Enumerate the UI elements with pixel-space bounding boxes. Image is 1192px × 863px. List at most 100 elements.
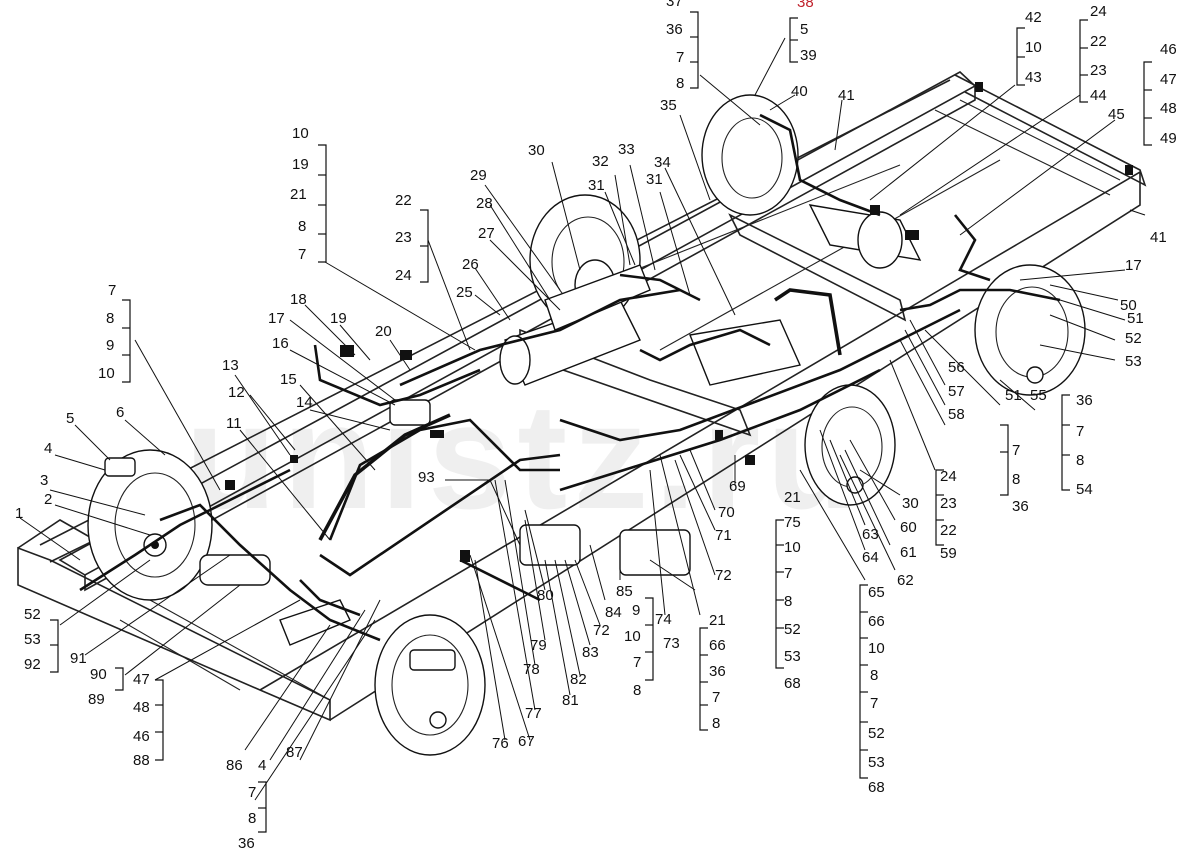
callout-10b: 10 xyxy=(292,125,309,142)
callout-88: 88 xyxy=(133,752,150,769)
callout-25: 25 xyxy=(456,284,473,301)
callout-36d: 36 xyxy=(709,663,726,680)
chassis-frame xyxy=(17,71,1147,722)
callout-8b: 8 xyxy=(298,218,307,235)
callout-76: 76 xyxy=(492,735,509,752)
callout-38: 38 xyxy=(797,0,814,11)
callout-8e: 8 xyxy=(1012,471,1021,488)
callout-91: 91 xyxy=(70,650,87,667)
callout-48: 48 xyxy=(1160,100,1177,117)
callout-7g: 7 xyxy=(870,695,879,712)
callout-40: 40 xyxy=(791,83,808,100)
callout-52: 52 xyxy=(1125,330,1142,347)
callout-23: 23 xyxy=(1090,62,1107,79)
callout-4: 4 xyxy=(44,440,53,457)
callout-51: 51 xyxy=(1127,310,1144,327)
callout-22: 22 xyxy=(1090,33,1107,50)
callout-61: 61 xyxy=(900,544,917,561)
callout-52d: 52 xyxy=(24,606,41,623)
callout-80: 80 xyxy=(537,587,554,604)
callout-82: 82 xyxy=(570,671,587,688)
callout-52c: 52 xyxy=(868,725,885,742)
callout-18: 18 xyxy=(290,291,307,308)
callout-41b: 41 xyxy=(1150,229,1167,246)
callout-41: 41 xyxy=(838,87,855,104)
callout-9b: 9 xyxy=(632,602,641,619)
callout-21b: 21 xyxy=(784,489,801,506)
callout-48b: 48 xyxy=(133,699,150,716)
callout-10f: 10 xyxy=(624,628,641,645)
callout-7c: 7 xyxy=(108,282,117,299)
callout-13: 13 xyxy=(222,357,239,374)
callout-32: 32 xyxy=(592,153,609,170)
callout-52b: 52 xyxy=(784,621,801,638)
callout-9: 9 xyxy=(106,337,115,354)
callout-23c: 23 xyxy=(940,495,957,512)
callout-27: 27 xyxy=(478,225,495,242)
callout-20: 20 xyxy=(375,323,392,340)
callout-7b: 7 xyxy=(298,246,307,263)
callout-44: 44 xyxy=(1090,87,1107,104)
callout-8c: 8 xyxy=(106,310,115,327)
callout-37: 37 xyxy=(666,0,683,10)
callout-63: 63 xyxy=(862,526,879,543)
callout-70: 70 xyxy=(718,504,735,521)
callout-17: 17 xyxy=(268,310,285,327)
callout-66: 66 xyxy=(868,613,885,630)
callout-84: 84 xyxy=(605,604,622,621)
callout-1: 1 xyxy=(15,505,24,522)
callout-31b: 31 xyxy=(646,171,663,188)
callout-29: 29 xyxy=(470,167,487,184)
callout-7i: 7 xyxy=(712,689,721,706)
callout-21c: 21 xyxy=(709,612,726,629)
callout-62: 62 xyxy=(897,572,914,589)
fittings xyxy=(225,82,1133,562)
callout-83: 83 xyxy=(582,644,599,661)
callout-7j: 7 xyxy=(248,784,257,801)
callout-51b: 51 xyxy=(1005,387,1022,404)
callout-89: 89 xyxy=(88,691,105,708)
callout-60: 60 xyxy=(900,519,917,536)
callout-8: 8 xyxy=(676,75,685,92)
callout-19: 19 xyxy=(292,156,309,173)
callout-93: 93 xyxy=(418,469,435,486)
callout-31: 31 xyxy=(588,177,605,194)
callout-73: 73 xyxy=(663,635,680,652)
callout-42: 42 xyxy=(1025,9,1042,26)
callout-59: 59 xyxy=(940,545,957,562)
callout-19b: 19 xyxy=(330,310,347,327)
callout-81: 81 xyxy=(562,692,579,709)
callout-92: 92 xyxy=(24,656,41,673)
callout-23b: 23 xyxy=(395,229,412,246)
callout-4b: 4 xyxy=(258,757,267,774)
callout-46b: 46 xyxy=(133,728,150,745)
callout-15: 15 xyxy=(280,371,297,388)
callout-22b: 22 xyxy=(395,192,412,209)
callout-6: 6 xyxy=(116,404,125,421)
callout-21: 21 xyxy=(290,186,307,203)
callout-67: 67 xyxy=(518,733,535,750)
callout-26: 26 xyxy=(462,256,479,273)
callout-69: 69 xyxy=(729,478,746,495)
callout-7e: 7 xyxy=(1012,442,1021,459)
callout-74: 74 xyxy=(655,611,672,628)
callout-36e: 36 xyxy=(238,835,255,852)
callout-5b: 5 xyxy=(66,410,75,427)
callout-14: 14 xyxy=(296,394,313,411)
callout-53b: 53 xyxy=(784,648,801,665)
callout-17b: 17 xyxy=(1125,257,1142,274)
callout-39: 39 xyxy=(800,47,817,64)
callout-28: 28 xyxy=(476,195,493,212)
callout-7: 7 xyxy=(676,49,685,66)
callout-10e: 10 xyxy=(868,640,885,657)
callout-47b: 47 xyxy=(133,671,150,688)
callout-2: 2 xyxy=(44,491,53,508)
callout-72b: 72 xyxy=(593,622,610,639)
callout-64: 64 xyxy=(862,549,879,566)
callout-10: 10 xyxy=(1025,39,1042,56)
callout-78: 78 xyxy=(523,661,540,678)
callout-34: 34 xyxy=(654,154,671,171)
callout-75: 75 xyxy=(784,514,801,531)
callout-10d: 10 xyxy=(784,539,801,556)
